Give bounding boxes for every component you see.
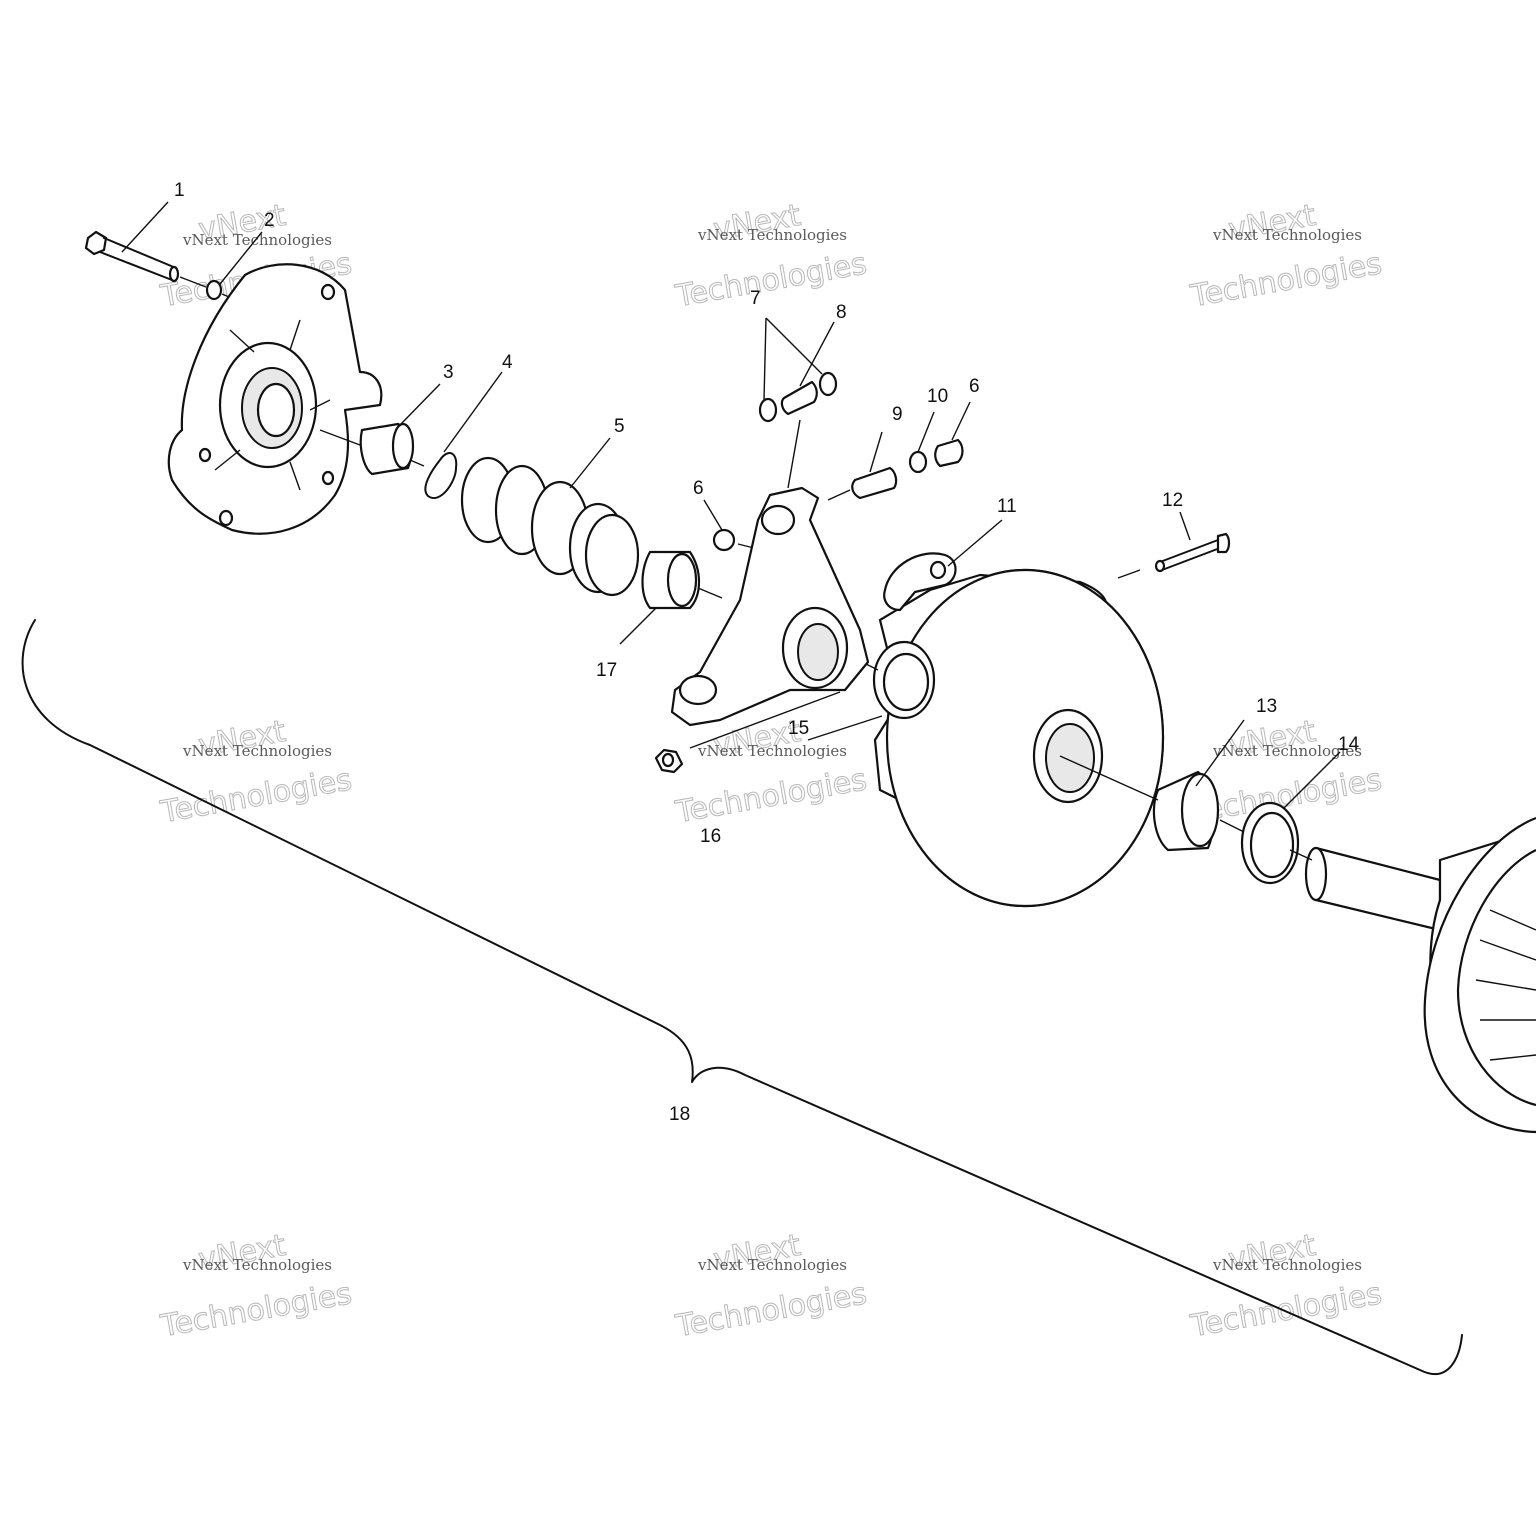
callout-18: 18 [669,1104,690,1125]
callouts: 1 2 3 4 5 6 7 8 9 10 6 11 12 17 13 14 15… [174,180,1360,1125]
svg-text:vNext Technologies: vNext Technologies [697,226,847,244]
svg-text:vNext Technologies: vNext Technologies [182,1256,332,1274]
spider-arm [670,419,870,727]
callout-1: 1 [174,180,185,201]
callout-7: 7 [750,288,761,309]
roller-part-6-left [712,528,736,552]
svg-text:vNext Technologies: vNext Technologies [1212,742,1362,760]
pin-part-8 [758,371,838,423]
callout-8: 8 [836,302,847,323]
callout-14: 14 [1338,734,1360,755]
washer-part-2 [205,279,223,301]
watermark-top-center: vNext vNext Technologies Technologies [672,197,870,314]
watermark-mid-left: vNext vNext Technologies Technologies [157,713,355,830]
svg-text:vNext Technologies: vNext Technologies [697,742,847,760]
callout-16: 16 [700,826,721,847]
callout-4: 4 [502,352,513,373]
svg-text:vNext Technologies: vNext Technologies [182,231,332,249]
svg-text:Technologies: Technologies [673,1276,870,1344]
snap-ring-part-4 [424,452,458,499]
leader-lines [121,201,1341,809]
callout-5: 5 [614,416,625,437]
callout-12: 12 [1162,490,1183,511]
watermark-bottom-right: vNext vNext Technologies Technologies [1187,1227,1385,1344]
ring-part-14 [1240,801,1300,885]
washer-part-10 [908,450,928,474]
watermark-bottom-center: vNext vNext Technologies Technologies [672,1227,870,1344]
assembly-brace [21,619,1463,1376]
bushing-part-13 [1152,770,1220,852]
svg-text:vNext Technologies: vNext Technologies [1212,1256,1362,1274]
callout-3: 3 [443,362,454,383]
callout-10: 10 [927,386,948,407]
pin-part-9 [851,466,898,500]
fixed-sheave-shaft [1304,816,1536,1134]
bushing-part-15 [872,640,936,720]
svg-text:Technologies: Technologies [158,1276,355,1344]
svg-text:Technologies: Technologies [673,762,870,830]
callout-15: 15 [788,718,809,739]
callout-6-left: 6 [693,478,704,499]
callout-13: 13 [1256,696,1277,717]
watermark-top-right: vNext vNext Technologies Technologies [1187,197,1385,314]
callout-6-right: 6 [969,376,980,397]
bushing-part-3 [359,422,415,476]
watermark-mid-center: vNext vNext Technologies Technologies [672,713,870,830]
svg-text:vNext Technologies: vNext Technologies [182,742,332,760]
pin-part-12 [1154,532,1231,573]
svg-text:vNext Technologies: vNext Technologies [1212,226,1362,244]
callout-11: 11 [997,496,1017,517]
svg-text:Technologies: Technologies [158,762,355,830]
bolt-part-1 [84,230,180,283]
callout-9: 9 [892,404,903,425]
clutch-cover [167,263,383,535]
bushing-part-17 [641,550,700,610]
svg-text:vNext Technologies: vNext Technologies [697,1256,847,1274]
watermark-bottom-left: vNext vNext Technologies Technologies [157,1227,355,1344]
svg-text:Technologies: Technologies [1188,246,1385,314]
spring-part-5 [460,456,640,597]
callout-2: 2 [264,210,275,231]
callout-17: 17 [596,660,617,681]
moveable-sheave-part-11 [873,552,1165,908]
roller-part-6-right [934,438,964,468]
